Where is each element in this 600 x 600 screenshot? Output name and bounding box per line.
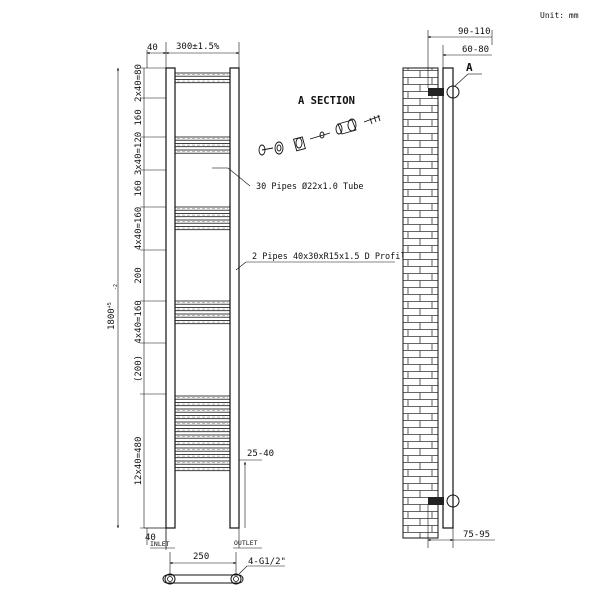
tube-bar: [174, 313, 231, 318]
tube-bar: [174, 300, 231, 305]
tube-bar: [174, 79, 231, 84]
tube-bar: [174, 307, 231, 312]
tube-bar: [174, 320, 231, 325]
front-view: 40 300±1.5% 2x40=80 160 3x40=120 160 4x40=16…: [107, 42, 411, 585]
bottom-view-bar: [162, 574, 244, 584]
tube-bar: [174, 467, 231, 472]
side-profile: [442, 67, 454, 529]
tube-note: 30 Pipes Ø22x1.0 Tube: [256, 181, 363, 192]
dim-side-top-outer: 90-110: [458, 27, 491, 37]
dimension-label: (200): [134, 355, 144, 382]
section-detail: A SECTION: [258, 95, 381, 156]
section-title: A SECTION: [298, 95, 355, 107]
dim-bar-width: 300±1.5%: [176, 42, 220, 52]
tube-bar: [174, 226, 231, 231]
dim-top-left: 40: [147, 43, 158, 53]
dim-side-bottom: 75-95: [463, 530, 490, 540]
dimension-label: 160: [134, 180, 144, 196]
fixing-bracket-parts-icon: [258, 114, 381, 156]
tube-bar: [174, 72, 231, 77]
tube-group: [174, 72, 231, 472]
dim-pipe-spacing: 250: [193, 552, 209, 562]
tube-bar: [174, 408, 231, 413]
right-profile: [229, 67, 240, 529]
dimension-labels: 2x40=80 160 3x40=120 160 4x40=160 200 4x40=160…: [134, 64, 144, 485]
thread-label: 4-G1/2": [248, 557, 286, 567]
tube-bar: [174, 441, 231, 446]
dimension-label: 160: [134, 109, 144, 125]
tube-bar: [174, 447, 231, 452]
dim-total-height: 1800+5: [107, 302, 117, 330]
outlet-port: [230, 573, 242, 585]
tube-bar: [174, 206, 231, 211]
tube-bar: [174, 143, 231, 148]
tube-bar: [174, 460, 231, 465]
dimension-label: 2x40=80: [134, 64, 144, 102]
tube-bar: [174, 415, 231, 420]
tube-bar: [174, 213, 231, 218]
side-view: A 90-110 60-80 75-95: [402, 27, 495, 548]
tube-bar: [174, 149, 231, 154]
unit-label: Unit: mm: [540, 11, 579, 20]
tube-bar: [174, 402, 231, 407]
dimension-label: 12x40=480: [134, 437, 144, 486]
brick-wall: [402, 67, 439, 539]
dimension-label: 3x40=120: [134, 132, 144, 175]
section-marker: A: [466, 61, 473, 74]
dimension-label: 4x40=160: [134, 207, 144, 250]
tube-bar: [174, 434, 231, 439]
outlet-label: OUTLET: [234, 539, 258, 547]
top-bracket: [428, 88, 444, 96]
inlet-label: INLET: [150, 540, 170, 548]
tube-bar: [174, 428, 231, 433]
dimension-label: 200: [134, 267, 144, 283]
dimension-ticks: [140, 67, 166, 529]
tube-bar: [174, 421, 231, 426]
dim-right-offset: 25-40: [247, 449, 274, 459]
tube-bar: [174, 136, 231, 141]
dim-total-height-lower-tol: -2: [113, 284, 119, 290]
tube-bar: [174, 219, 231, 224]
bottom-bracket: [428, 497, 444, 505]
left-profile: [165, 67, 176, 529]
dim-bottom-left: 40: [145, 533, 156, 543]
tube-bar: [174, 395, 231, 400]
tube-bar: [174, 454, 231, 459]
inlet-port: [164, 573, 176, 585]
dimension-label: 4x40=160: [134, 300, 144, 343]
profile-note: 2 Pipes 40x30xR15x1.5 D Profile: [252, 252, 411, 262]
dim-side-top-inner: 60-80: [462, 45, 489, 55]
